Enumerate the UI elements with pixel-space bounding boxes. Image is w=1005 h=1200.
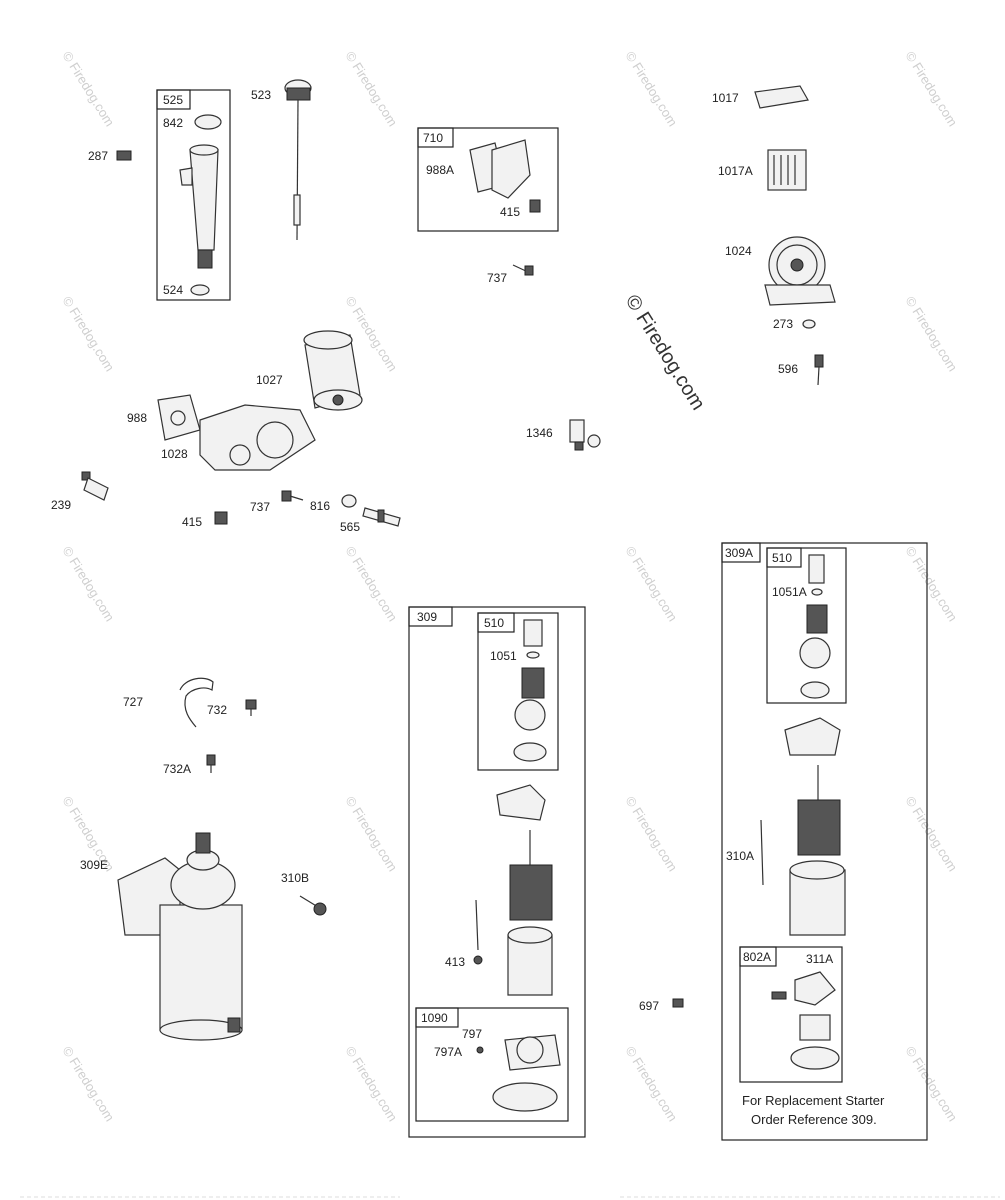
watermark-text: © Firedog.com [342, 544, 400, 624]
watermark-text: © Firedog.com [342, 794, 400, 874]
part-label-1017[interactable]: 1017 [712, 91, 739, 105]
part-label-413[interactable]: 413 [445, 955, 465, 969]
part-1024[interactable] [764, 236, 836, 306]
part-565[interactable] [362, 507, 401, 527]
part-label-732A[interactable]: 732A [163, 762, 191, 776]
part-596[interactable] [814, 354, 824, 386]
part-label-1051A[interactable]: 1051A [772, 585, 807, 599]
part-label-273[interactable]: 273 [773, 317, 793, 331]
group-309A[interactable]: 309A 510 802A For Replacement Starter Or… [721, 542, 928, 1141]
part-label-1028[interactable]: 1028 [161, 447, 188, 461]
part-label-310B[interactable]: 310B [281, 871, 309, 885]
group-label-1090: 1090 [421, 1011, 448, 1025]
part-737-upper[interactable] [512, 264, 534, 276]
group-label-525: 525 [163, 93, 183, 107]
part-816[interactable] [341, 494, 357, 508]
part-label-1346[interactable]: 1346 [526, 426, 553, 440]
part-1028[interactable] [199, 404, 316, 471]
note-line-1: For Replacement Starter [742, 1093, 885, 1108]
part-label-310A[interactable]: 310A [726, 849, 754, 863]
group-label-309: 309 [417, 610, 437, 624]
watermark-text: © Firedog.com [622, 49, 680, 129]
part-label-797A[interactable]: 797A [434, 1045, 462, 1059]
part-label-737-upper[interactable]: 737 [487, 271, 507, 285]
part-239[interactable] [81, 471, 109, 501]
watermark-text: © Firedog.com [902, 544, 960, 624]
part-988[interactable] [157, 394, 201, 441]
watermark-text: © Firedog.com [902, 794, 960, 874]
part-310B[interactable] [299, 895, 327, 916]
part-label-415-lower[interactable]: 415 [182, 515, 202, 529]
part-label-1027[interactable]: 1027 [256, 373, 283, 387]
part-737-lower[interactable] [281, 490, 304, 502]
part-727[interactable] [179, 677, 214, 728]
part-label-1051[interactable]: 1051 [490, 649, 517, 663]
part-1027[interactable] [303, 330, 363, 411]
part-label-309E[interactable]: 309E [80, 858, 108, 872]
watermark-main: © Firedog.com [621, 291, 709, 414]
part-label-524[interactable]: 524 [163, 283, 183, 297]
note-line-2: Order Reference 309. [751, 1112, 877, 1127]
watermark-text: © Firedog.com [342, 49, 400, 129]
part-label-697[interactable]: 697 [639, 999, 659, 1013]
group-label-510-309A: 510 [772, 551, 792, 565]
watermark-text: © Firedog.com [59, 544, 117, 624]
part-label-988A[interactable]: 988A [426, 163, 454, 177]
part-label-1017A[interactable]: 1017A [718, 164, 753, 178]
group-710[interactable]: 710 [417, 127, 559, 232]
group-label-710: 710 [423, 131, 443, 145]
part-label-988[interactable]: 988 [127, 411, 147, 425]
watermark-text: © Firedog.com [622, 1044, 680, 1124]
watermark-text: © Firedog.com [902, 294, 960, 374]
part-697[interactable] [672, 998, 684, 1008]
part-label-797[interactable]: 797 [462, 1027, 482, 1041]
part-label-311A[interactable]: 311A [806, 952, 833, 966]
part-label-415-upper[interactable]: 415 [500, 205, 520, 219]
group-label-802A: 802A [743, 950, 771, 964]
watermark-text: © Firedog.com [902, 49, 960, 129]
part-label-737-lower[interactable]: 737 [250, 500, 270, 514]
part-1017A[interactable] [767, 149, 807, 191]
watermark-text: © Firedog.com [59, 49, 117, 129]
watermark-text: © Firedog.com [902, 1044, 960, 1124]
watermark-text: © Firedog.com [59, 1044, 117, 1124]
part-273[interactable] [802, 319, 816, 329]
group-525[interactable]: 525 [156, 89, 231, 301]
part-523[interactable] [284, 79, 312, 241]
watermark-text: © Firedog.com [59, 294, 117, 374]
part-732A[interactable] [206, 754, 216, 773]
part-287[interactable] [116, 150, 132, 161]
watermark-text: © Firedog.com [622, 794, 680, 874]
part-732[interactable] [245, 699, 257, 716]
group-309[interactable]: 309 510 1090 [408, 606, 586, 1138]
part-label-287[interactable]: 287 [88, 149, 108, 163]
part-label-816[interactable]: 816 [310, 499, 330, 513]
part-label-1024[interactable]: 1024 [725, 244, 752, 258]
part-label-842[interactable]: 842 [163, 116, 183, 130]
watermark-text: © Firedog.com [342, 1044, 400, 1124]
group-label-510-309: 510 [484, 616, 504, 630]
part-label-523[interactable]: 523 [251, 88, 271, 102]
part-label-565[interactable]: 565 [340, 520, 360, 534]
part-415-lower[interactable] [214, 511, 228, 525]
part-1017[interactable] [754, 85, 809, 109]
part-label-596[interactable]: 596 [778, 362, 798, 376]
group-label-309A: 309A [725, 546, 753, 560]
part-label-732[interactable]: 732 [207, 703, 227, 717]
part-1346[interactable] [569, 419, 601, 451]
watermark-text: © Firedog.com [622, 544, 680, 624]
part-309E[interactable] [117, 832, 243, 1041]
part-label-239[interactable]: 239 [51, 498, 71, 512]
part-label-727[interactable]: 727 [123, 695, 143, 709]
